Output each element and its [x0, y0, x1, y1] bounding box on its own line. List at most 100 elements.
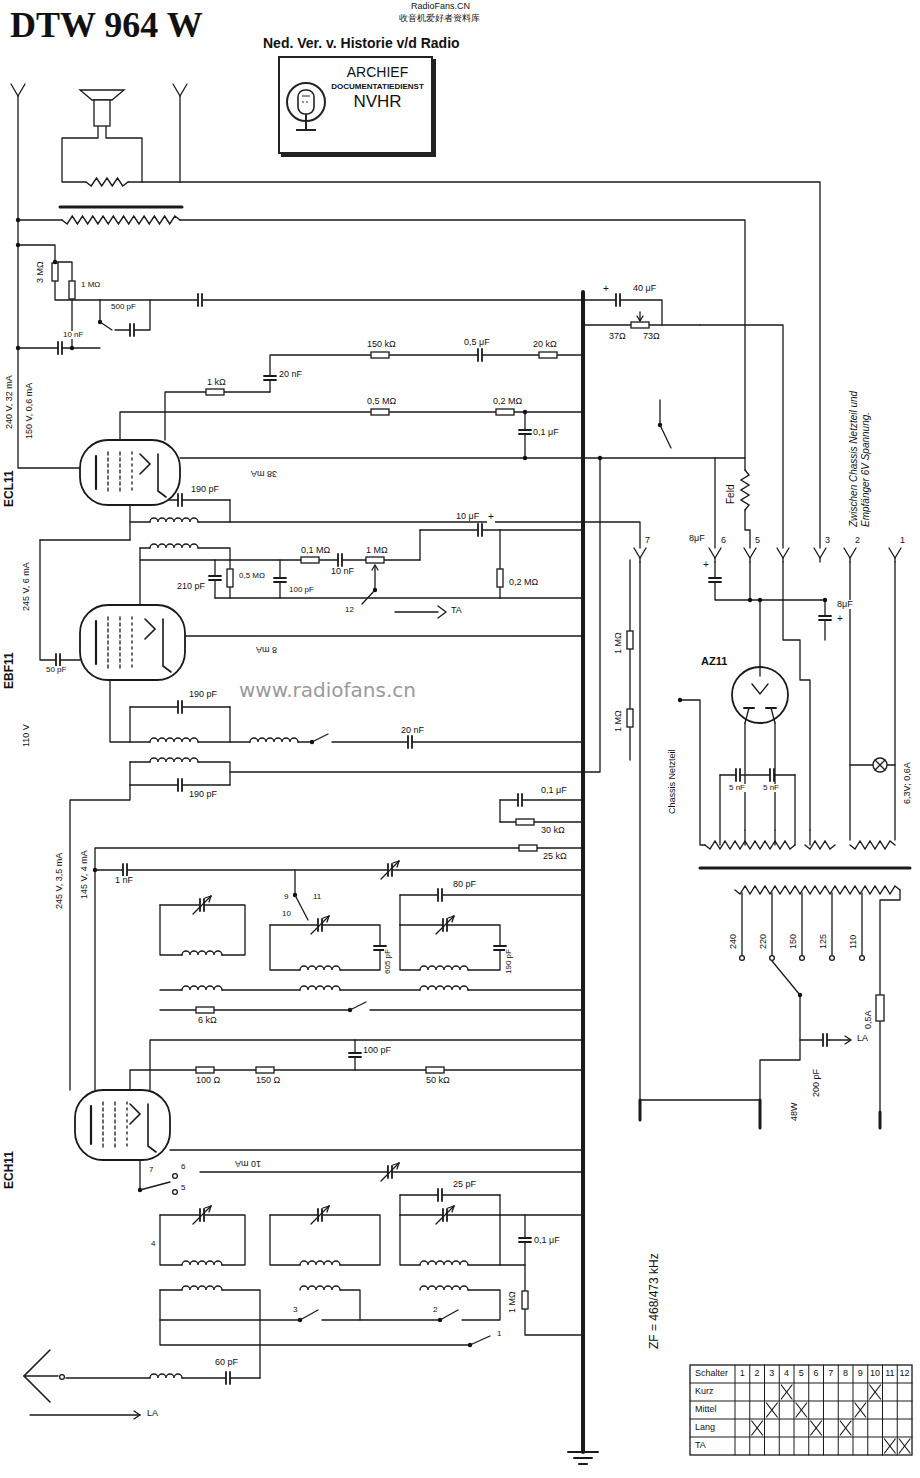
wire [700, 325, 783, 548]
component-label: 8μF [688, 534, 706, 543]
wire [129, 500, 130, 540]
tube-name: ECL11 [3, 469, 16, 508]
resistor-symbol [627, 709, 633, 727]
resistor-symbol [301, 557, 319, 563]
symbol-line [749, 558, 750, 562]
component-label: 1 kΩ [206, 378, 227, 387]
wire [850, 764, 873, 765]
wire [120, 412, 583, 440]
symbol-line [796, 1403, 807, 1417]
coil-symbol [150, 738, 198, 742]
resistor-symbol [196, 1067, 214, 1073]
component-label: + [487, 512, 495, 523]
wire [24, 1375, 58, 1376]
symbol-line [452, 1206, 454, 1212]
component-label: 0,5 MΩ [366, 397, 397, 406]
symbol-line [840, 1421, 851, 1435]
capacitor-symbol [408, 735, 412, 749]
symbol-line [811, 1421, 822, 1435]
symbol-line [158, 454, 166, 497]
symbol-line [759, 1100, 762, 1128]
wire [583, 300, 662, 325]
wire [629, 560, 630, 760]
switch-contact [740, 956, 745, 961]
wire [500, 799, 583, 800]
capacitor-symbol [616, 293, 620, 307]
wire [499, 800, 500, 822]
capacitor-symbol [478, 348, 482, 362]
table-cell: TA [694, 1441, 707, 1450]
resistor-symbol [426, 1067, 444, 1073]
capacitor-symbol [518, 793, 522, 807]
wire [70, 785, 130, 1090]
resistor-symbol [227, 569, 233, 587]
component-label: 0,1 μF [532, 428, 560, 437]
switch-contact [173, 1190, 178, 1195]
symbol-line [885, 1439, 896, 1453]
symbol-line [808, 1365, 809, 1455]
symbol-line [899, 1439, 910, 1453]
component-label: 3 [292, 1306, 298, 1314]
component-label: TA [450, 606, 463, 615]
wire [831, 893, 832, 955]
coil-symbol [182, 951, 222, 955]
table-cell: Lang [694, 1423, 716, 1432]
symbol-line [781, 1385, 792, 1399]
capacitor-symbol [438, 888, 442, 902]
table-cell: 10 [869, 1369, 881, 1378]
component-label: 190 pF [505, 948, 513, 975]
symbol-line [470, 1336, 490, 1345]
component-label: 0,2 MΩ [508, 578, 539, 587]
wire [759, 600, 760, 667]
coil-symbol [300, 1261, 340, 1265]
component-label: + [702, 560, 710, 571]
table-cell: 4 [783, 1369, 790, 1378]
capacitor-symbol [518, 430, 532, 434]
wire [524, 412, 525, 458]
wire [215, 597, 583, 598]
coil-symbol [300, 966, 340, 970]
resistor-symbol [69, 281, 75, 299]
winding-symbol [850, 841, 895, 849]
symbol-line [660, 425, 671, 448]
component-label: 20 nF [400, 726, 425, 735]
capacitor-symbol [823, 1033, 827, 1047]
coil-symbol [250, 738, 298, 742]
symbol-line [782, 558, 783, 562]
symbol-line [374, 566, 375, 590]
capacitor-symbol [736, 768, 740, 782]
component-label: 3 [824, 536, 831, 545]
symbol-line [209, 896, 211, 902]
resistor-symbol [206, 389, 224, 395]
component-label: 150 [789, 933, 798, 950]
symbol-line [381, 861, 399, 879]
component-label: 2 [432, 1306, 438, 1314]
symbol-line [700, 867, 910, 870]
junction-dot [523, 410, 527, 414]
wire [894, 562, 895, 840]
component-label: 0,2 MΩ [492, 397, 523, 406]
symbol-line [163, 619, 171, 672]
wire [182, 1377, 260, 1378]
symbol-line [148, 1104, 156, 1152]
symbol-line [767, 1403, 778, 1417]
tube-envelope [732, 667, 788, 723]
wire [198, 741, 250, 742]
component-label: 190 pF [190, 485, 220, 494]
coil-symbol [182, 1261, 222, 1265]
component-label: 48W [790, 1101, 799, 1122]
switch-contact [860, 956, 865, 961]
wire [160, 1289, 182, 1290]
wire [419, 530, 420, 560]
component-label: 4 [150, 1240, 156, 1248]
junction-dot [93, 868, 97, 872]
symbol-line [193, 1206, 211, 1224]
symbol-line [709, 548, 721, 558]
symbol-line [781, 1385, 792, 1399]
symbol-line [639, 558, 640, 562]
symbol-line [95, 621, 97, 664]
component-label: 1 MΩ [365, 546, 389, 555]
wire [95, 869, 583, 870]
component-label: 25 kΩ [542, 852, 568, 861]
